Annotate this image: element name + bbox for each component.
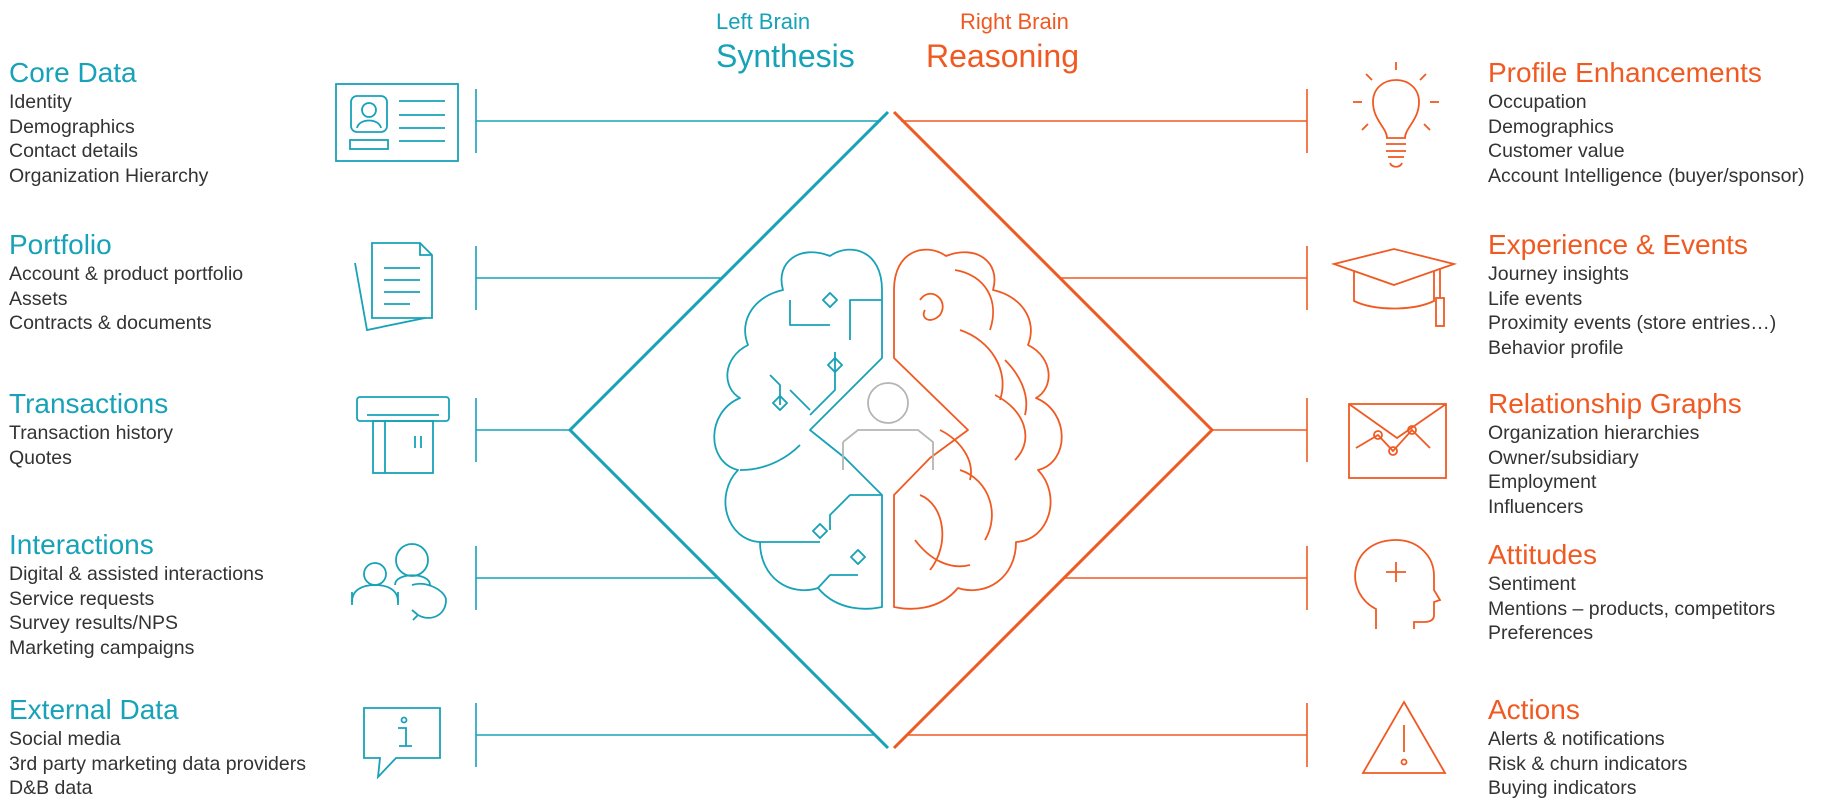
category-item: Organization hierarchies xyxy=(1488,422,1700,444)
category-item: Assets xyxy=(9,287,68,310)
category-item: Proximity events (store entries…) xyxy=(1488,312,1777,334)
category-portfolio: Portfolio Account & product portfolio As… xyxy=(9,228,243,336)
right-brain-label: Right Brain xyxy=(960,9,1069,34)
category-core-data: Core Data Identity Demographics Contact … xyxy=(9,56,208,188)
category-item: Account & product portfolio xyxy=(9,263,244,285)
category-item: Service requests xyxy=(9,587,155,610)
graduation-cap-icon xyxy=(1330,248,1458,327)
category-external-data: External Data Social media 3rd party mar… xyxy=(9,693,306,801)
synthesis-heading: Synthesis xyxy=(716,38,855,74)
reasoning-heading: Reasoning xyxy=(926,38,1079,74)
category-item: Quotes xyxy=(9,446,72,469)
left-brain-icon xyxy=(713,248,883,610)
info-bubble-icon xyxy=(363,707,441,780)
documents-icon xyxy=(354,242,433,332)
category-item: Preferences xyxy=(1488,622,1594,644)
right-brain-icon xyxy=(893,248,1063,610)
category-relationship-graphs: Relationship Graphs Organization hierarc… xyxy=(1488,387,1742,519)
category-item: Survey results/NPS xyxy=(9,612,179,634)
category-item: Social media xyxy=(9,728,121,750)
category-item: 3rd party marketing data providers xyxy=(9,752,306,775)
category-item: Occupation xyxy=(1488,91,1587,113)
category-item: Account Intelligence (buyer/sponsor) xyxy=(1488,164,1805,187)
category-item: Identity xyxy=(9,91,72,113)
id-card-icon xyxy=(335,83,459,162)
category-attitudes: Attitudes Sentiment Mentions – products,… xyxy=(1488,538,1775,646)
category-title: Experience & Events xyxy=(1488,229,1748,260)
diamond-left-half xyxy=(567,110,890,750)
category-profile-enhancements: Profile Enhancements Occupation Demograp… xyxy=(1488,56,1805,188)
category-item: Demographics xyxy=(9,115,135,138)
category-item: Contracts & documents xyxy=(9,312,212,334)
category-title: Attitudes xyxy=(1488,539,1597,570)
category-item: Employment xyxy=(1488,471,1597,493)
category-title: Profile Enhancements xyxy=(1488,57,1762,88)
category-item: Journey insights xyxy=(1488,263,1629,285)
category-item: Digital & assisted interactions xyxy=(9,563,264,585)
category-item: Behavior profile xyxy=(1488,336,1624,359)
category-item: Demographics xyxy=(1488,115,1614,138)
category-item: Influencers xyxy=(1488,495,1584,518)
category-experience-events: Experience & Events Journey insights Lif… xyxy=(1488,228,1776,360)
category-actions: Actions Alerts & notifications Risk & ch… xyxy=(1488,693,1687,801)
head-plus-icon xyxy=(1354,539,1442,629)
category-item: Marketing campaigns xyxy=(9,636,195,659)
category-item: Sentiment xyxy=(1488,573,1576,595)
category-title: External Data xyxy=(9,694,179,725)
lightbulb-icon xyxy=(1353,62,1439,168)
people-interaction-icon xyxy=(351,543,447,621)
category-item: Risk & churn indicators xyxy=(1488,752,1688,775)
category-item: Alerts & notifications xyxy=(1488,728,1665,750)
category-title: Core Data xyxy=(9,57,137,88)
category-item: Organization Hierarchy xyxy=(9,164,209,187)
category-item: Customer value xyxy=(1488,140,1625,162)
category-item: Contact details xyxy=(9,140,138,162)
category-item: Buying indicators xyxy=(1488,777,1637,799)
category-item: Transaction history xyxy=(9,422,174,444)
category-transactions: Transactions Transaction history Quotes xyxy=(9,387,173,470)
category-interactions: Interactions Digital & assisted interact… xyxy=(9,528,264,660)
card-reader-icon xyxy=(356,396,450,474)
category-title: Portfolio xyxy=(9,229,112,260)
person-icon xyxy=(842,382,934,470)
category-title: Transactions xyxy=(9,388,169,419)
category-item: D&B data xyxy=(9,777,93,799)
warning-triangle-icon xyxy=(1361,700,1447,774)
category-item: Mentions – products, competitors xyxy=(1488,597,1776,620)
left-connectors xyxy=(475,89,881,767)
envelope-graph-icon xyxy=(1348,403,1447,479)
category-item: Life events xyxy=(1488,287,1583,310)
right-connectors xyxy=(901,89,1308,767)
category-title: Interactions xyxy=(9,529,154,560)
category-title: Relationship Graphs xyxy=(1488,388,1742,419)
left-brain-label: Left Brain xyxy=(716,9,811,34)
category-item: Owner/subsidiary xyxy=(1488,446,1639,469)
category-title: Actions xyxy=(1488,694,1580,725)
